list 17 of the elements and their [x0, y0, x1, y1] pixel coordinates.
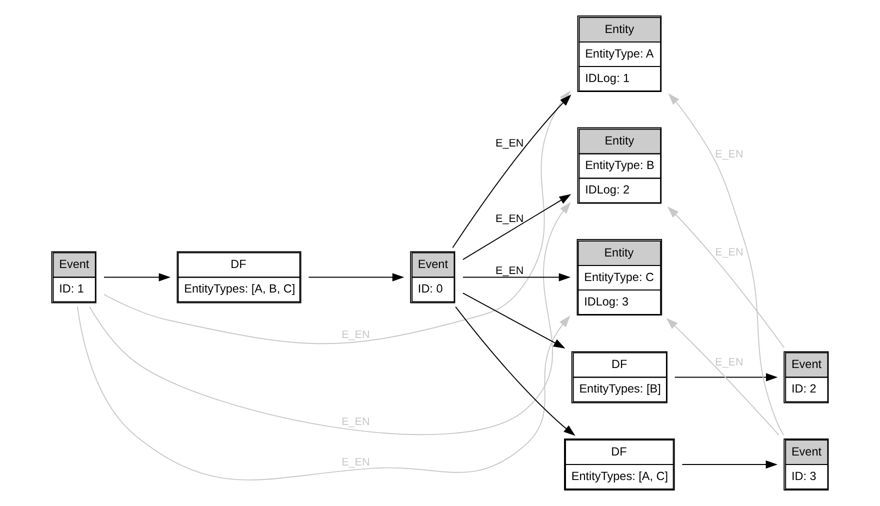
edge-label: E_EN — [496, 138, 524, 150]
arrow — [462, 194, 572, 260]
arrow — [666, 318, 780, 436]
arrow — [76, 306, 570, 480]
arrow — [455, 306, 576, 436]
arrow — [667, 206, 785, 348]
arrow — [462, 292, 566, 348]
arrow — [104, 273, 171, 282]
arrow — [308, 273, 404, 282]
arrow — [462, 273, 571, 282]
edge-label: E_EN — [496, 213, 524, 226]
arrow — [674, 373, 778, 382]
arrow — [89, 202, 571, 435]
arrow — [682, 460, 778, 469]
arrow — [668, 93, 784, 436]
arrow — [452, 94, 572, 248]
edge-label: E_EN — [496, 265, 524, 278]
